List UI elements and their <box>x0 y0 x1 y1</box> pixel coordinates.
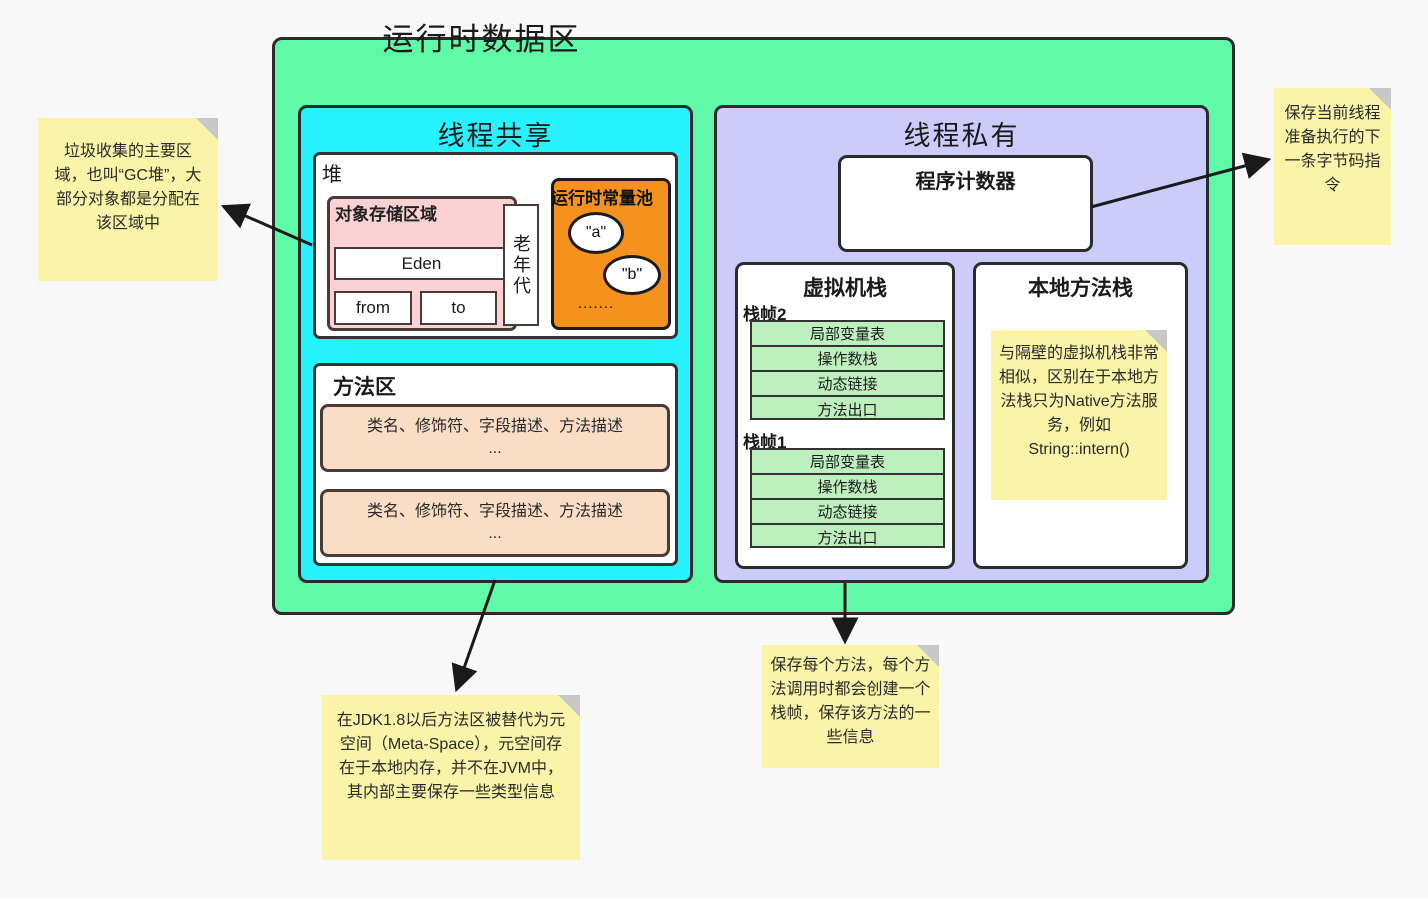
frame-row: 操作数栈 <box>752 475 943 500</box>
frame-row: 方法出口 <box>817 530 878 547</box>
pc-register-label: 程序计数器 <box>915 171 1016 193</box>
note-native-stack-text: 与隔壁的虚拟机栈非常相似，区别在于本地方法栈只为Native方法服务，例如Str… <box>999 345 1160 458</box>
from-survivor-cell: from <box>334 291 412 325</box>
method-entry-line1: 类名、修饰符、字段描述、方法描述 <box>366 418 623 436</box>
note-vm-stack-text: 保存每个方法，每个方法调用时都会创建一个栈帧，保存该方法的一些信息 <box>770 657 931 746</box>
object-store-label: 对象存储区域 <box>335 205 437 224</box>
stack-frame-1-label: 栈帧1 <box>743 433 787 452</box>
native-method-stack-label: 本地方法栈 <box>1028 277 1133 300</box>
runtime-constant-pool <box>551 178 671 330</box>
vm-stack-label: 虚拟机栈 <box>803 277 887 300</box>
note-vm-stack: 保存每个方法，每个方法调用时都会创建一个栈帧，保存该方法的一些信息 <box>762 645 939 768</box>
note-method-area: 在JDK1.8以后方法区被替代为元空间（Meta-Space），元空间存在于本地… <box>322 695 580 860</box>
method-area-label: 方法区 <box>333 376 396 399</box>
note-method-area-text: 在JDK1.8以后方法区被替代为元空间（Meta-Space），元空间存在于本地… <box>336 712 566 801</box>
old-generation-cell: 老年代 <box>503 204 539 326</box>
stack-frame-1-rows: 局部变量表 操作数栈 动态链接 方法出口 <box>750 448 945 548</box>
method-area-entry: 类名、修饰符、字段描述、方法描述 ... <box>320 489 670 557</box>
method-entry-line2: ... <box>488 525 502 542</box>
pc-register-box <box>838 155 1093 252</box>
to-survivor-cell: to <box>420 291 497 325</box>
sticky-fold-icon <box>196 118 218 140</box>
sticky-fold-icon <box>917 645 939 667</box>
page-title: 运行时数据区 <box>382 22 581 57</box>
constant-pool-item-b: "b" <box>603 255 661 295</box>
stack-frame-2-label: 栈帧2 <box>743 305 787 324</box>
constant-pool-more: ....... <box>578 295 615 312</box>
note-pc-register: 保存当前线程准备执行的下一条字节码指令 <box>1274 88 1391 245</box>
thread-private-title: 线程私有 <box>903 121 1020 151</box>
frame-row: 方法出口 <box>817 402 878 419</box>
note-heap-text: 垃圾收集的主要区域，也叫“GC堆”，大部分对象都是分配在该区域中 <box>54 143 202 232</box>
note-heap: 垃圾收集的主要区域，也叫“GC堆”，大部分对象都是分配在该区域中 <box>38 118 218 281</box>
stack-frame-2-rows: 局部变量表 操作数栈 动态链接 方法出口 <box>750 320 945 420</box>
thread-shared-title: 线程共享 <box>437 121 554 151</box>
note-native-stack: 与隔壁的虚拟机栈非常相似，区别在于本地方法栈只为Native方法服务，例如Str… <box>991 330 1167 500</box>
note-pc-register-text: 保存当前线程准备执行的下一条字节码指令 <box>1284 105 1381 194</box>
sticky-fold-icon <box>1369 88 1391 110</box>
sticky-fold-icon <box>1145 330 1167 352</box>
frame-row: 动态链接 <box>752 500 943 525</box>
method-entry-line2: ... <box>488 440 502 457</box>
runtime-constant-pool-title: 运行时常量池 <box>551 189 653 208</box>
eden-cell: Eden <box>334 247 509 280</box>
heap-label: 堆 <box>322 164 342 186</box>
sticky-fold-icon <box>558 695 580 717</box>
frame-row: 局部变量表 <box>752 322 943 347</box>
frame-row: 局部变量表 <box>752 450 943 475</box>
method-area-entry: 类名、修饰符、字段描述、方法描述 ... <box>320 404 670 472</box>
method-entry-line1: 类名、修饰符、字段描述、方法描述 <box>366 503 623 521</box>
frame-row: 操作数栈 <box>752 347 943 372</box>
constant-pool-item-a: "a" <box>568 212 624 254</box>
frame-row: 动态链接 <box>752 372 943 397</box>
